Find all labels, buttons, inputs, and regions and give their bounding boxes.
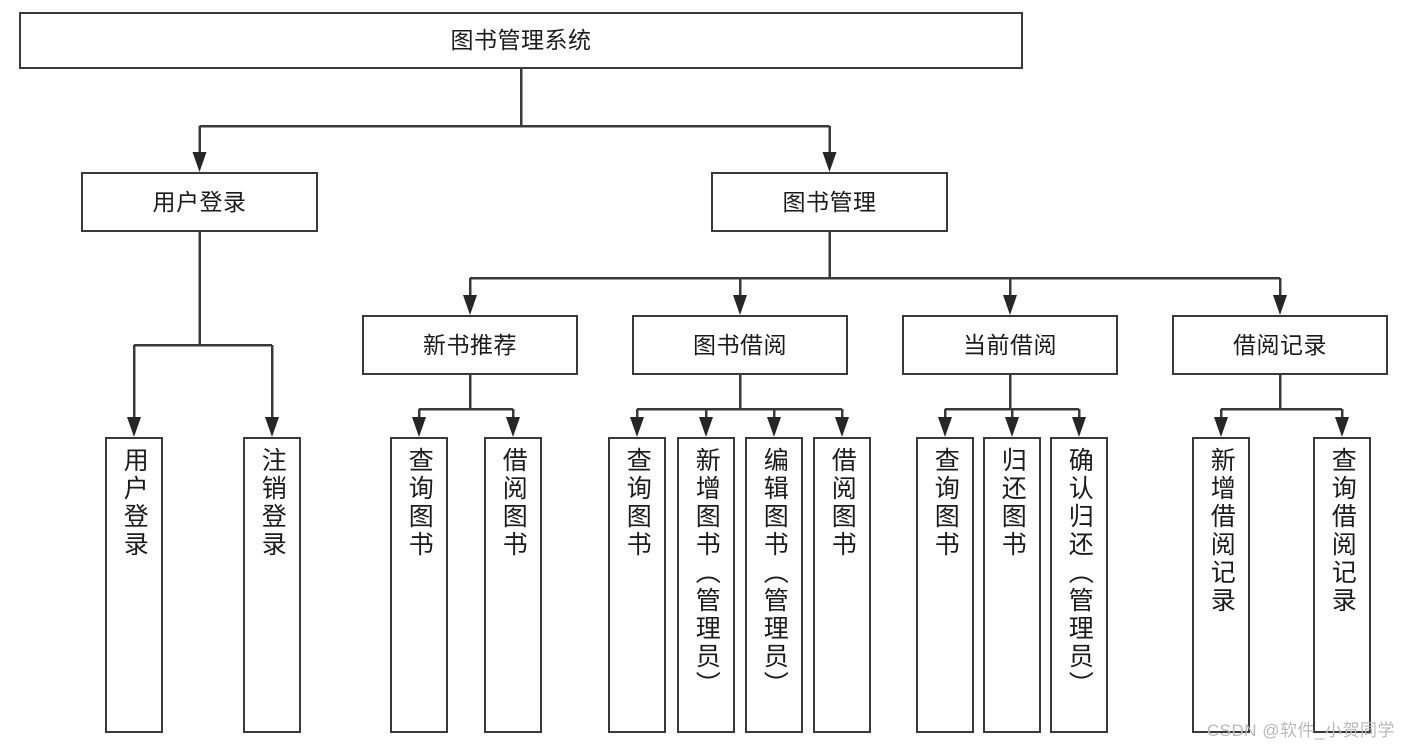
leaf-query-borrow-record[interactable]: 查询借阅记录 xyxy=(1313,437,1371,733)
leaf-user-logout[interactable]: 注销登录 xyxy=(243,437,301,733)
leaf-borrow-book-2[interactable]: 借阅图书 xyxy=(813,437,871,733)
leaf-query-book-1-label: 查询图书 xyxy=(405,447,434,559)
leaf-add-borrow-record[interactable]: 新增借阅记录 xyxy=(1192,437,1250,733)
leaf-query-book-1[interactable]: 查询图书 xyxy=(390,437,448,733)
leaf-borrow-book-1[interactable]: 借阅图书 xyxy=(484,437,542,733)
leaf-add-book[interactable]: 新增图书（管理员） xyxy=(677,437,735,733)
node-new-book-recommend-label: 新书推荐 xyxy=(423,331,517,358)
node-book-manage[interactable]: 图书管理 xyxy=(711,172,948,232)
node-current-borrow-label: 当前借阅 xyxy=(963,331,1057,358)
leaf-query-book-2-label: 查询图书 xyxy=(623,447,652,559)
node-current-borrow[interactable]: 当前借阅 xyxy=(902,315,1118,375)
node-book-borrow[interactable]: 图书借阅 xyxy=(632,315,848,375)
node-borrow-record[interactable]: 借阅记录 xyxy=(1172,315,1388,375)
leaf-user-login[interactable]: 用户登录 xyxy=(105,437,163,733)
leaf-return-book-label: 归还图书 xyxy=(998,447,1027,559)
node-new-book-recommend[interactable]: 新书推荐 xyxy=(362,315,578,375)
leaf-confirm-return[interactable]: 确认归还（管理员） xyxy=(1050,437,1108,733)
leaf-add-book-label: 新增图书（管理员） xyxy=(692,447,721,699)
leaf-edit-book[interactable]: 编辑图书（管理员） xyxy=(745,437,803,733)
leaf-query-borrow-record-label: 查询借阅记录 xyxy=(1328,447,1357,615)
node-user-login-label: 用户登录 xyxy=(152,188,247,215)
leaf-query-book-2[interactable]: 查询图书 xyxy=(608,437,666,733)
node-root[interactable]: 图书管理系统 xyxy=(19,12,1023,69)
watermark: CSDN @软件_小贺同学 xyxy=(1206,721,1395,740)
node-book-manage-label: 图书管理 xyxy=(782,188,877,215)
node-user-login[interactable]: 用户登录 xyxy=(81,172,318,232)
leaf-borrow-book-2-label: 借阅图书 xyxy=(828,447,857,559)
leaf-return-book[interactable]: 归还图书 xyxy=(983,437,1041,733)
node-book-borrow-label: 图书借阅 xyxy=(693,331,787,358)
node-root-label: 图书管理系统 xyxy=(450,27,592,54)
leaf-edit-book-label: 编辑图书（管理员） xyxy=(760,447,789,699)
leaf-user-login-label: 用户登录 xyxy=(120,447,149,559)
leaf-borrow-book-1-label: 借阅图书 xyxy=(499,447,528,559)
leaf-user-logout-label: 注销登录 xyxy=(258,447,287,559)
leaf-confirm-return-label: 确认归还（管理员） xyxy=(1065,447,1094,699)
leaf-add-borrow-record-label: 新增借阅记录 xyxy=(1207,447,1236,615)
node-borrow-record-label: 借阅记录 xyxy=(1233,331,1327,358)
leaf-query-book-3-label: 查询图书 xyxy=(931,447,960,559)
leaf-query-book-3[interactable]: 查询图书 xyxy=(916,437,974,733)
